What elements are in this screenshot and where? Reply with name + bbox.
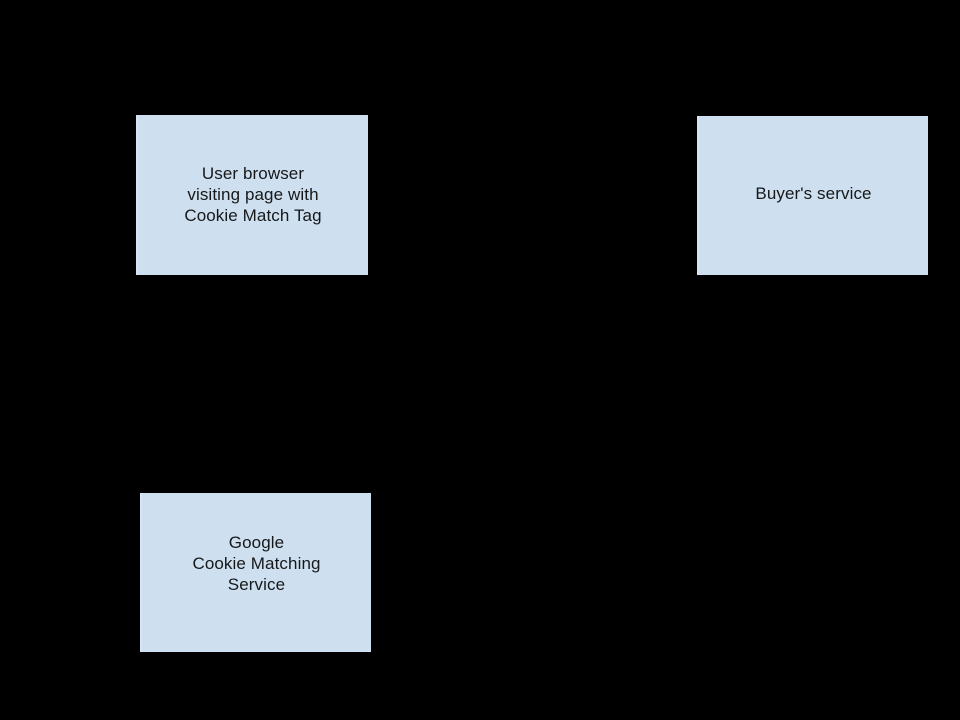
node-google-cookie-matching-service[interactable]: Google Cookie Matching Service <box>140 493 371 652</box>
node-buyers-service[interactable]: Buyer's service <box>697 116 928 275</box>
node-user-browser-label: User browser visiting page with Cookie M… <box>184 163 322 225</box>
node-buyers-service-label: Buyer's service <box>755 184 872 203</box>
connector-user-browser-to-google-cms <box>251 274 256 494</box>
connector-buyers-service-to-google-cms <box>370 275 813 493</box>
node-google-cookie-matching-service-label: Google Cookie Matching Service <box>192 533 321 594</box>
node-user-browser[interactable]: User browser visiting page with Cookie M… <box>136 115 368 275</box>
